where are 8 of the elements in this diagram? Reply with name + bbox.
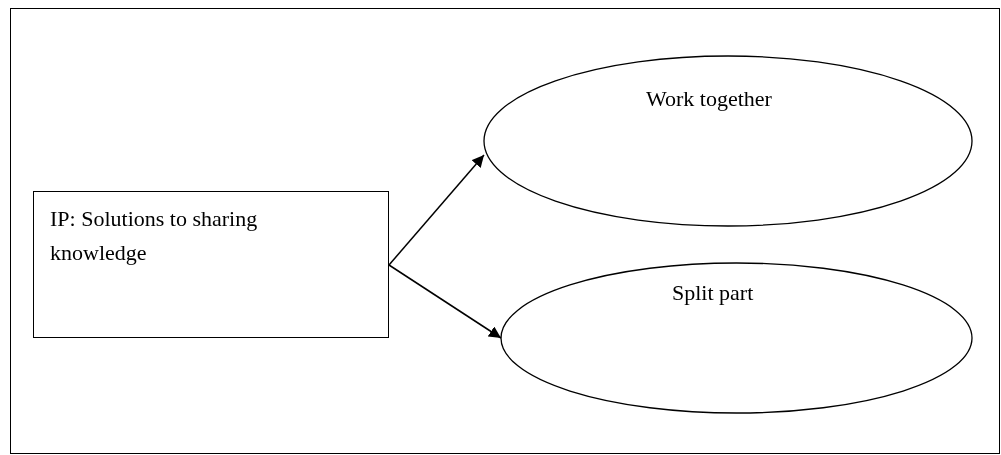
ellipse-node xyxy=(500,262,973,414)
ellipse-node xyxy=(483,55,973,227)
node-label: Split part xyxy=(672,279,755,307)
process-box xyxy=(33,191,389,338)
node-label: Work together xyxy=(646,85,773,113)
arrow xyxy=(388,154,485,266)
node-label: IP: Solutions to sharing knowledge xyxy=(50,205,259,267)
arrow xyxy=(388,264,502,339)
